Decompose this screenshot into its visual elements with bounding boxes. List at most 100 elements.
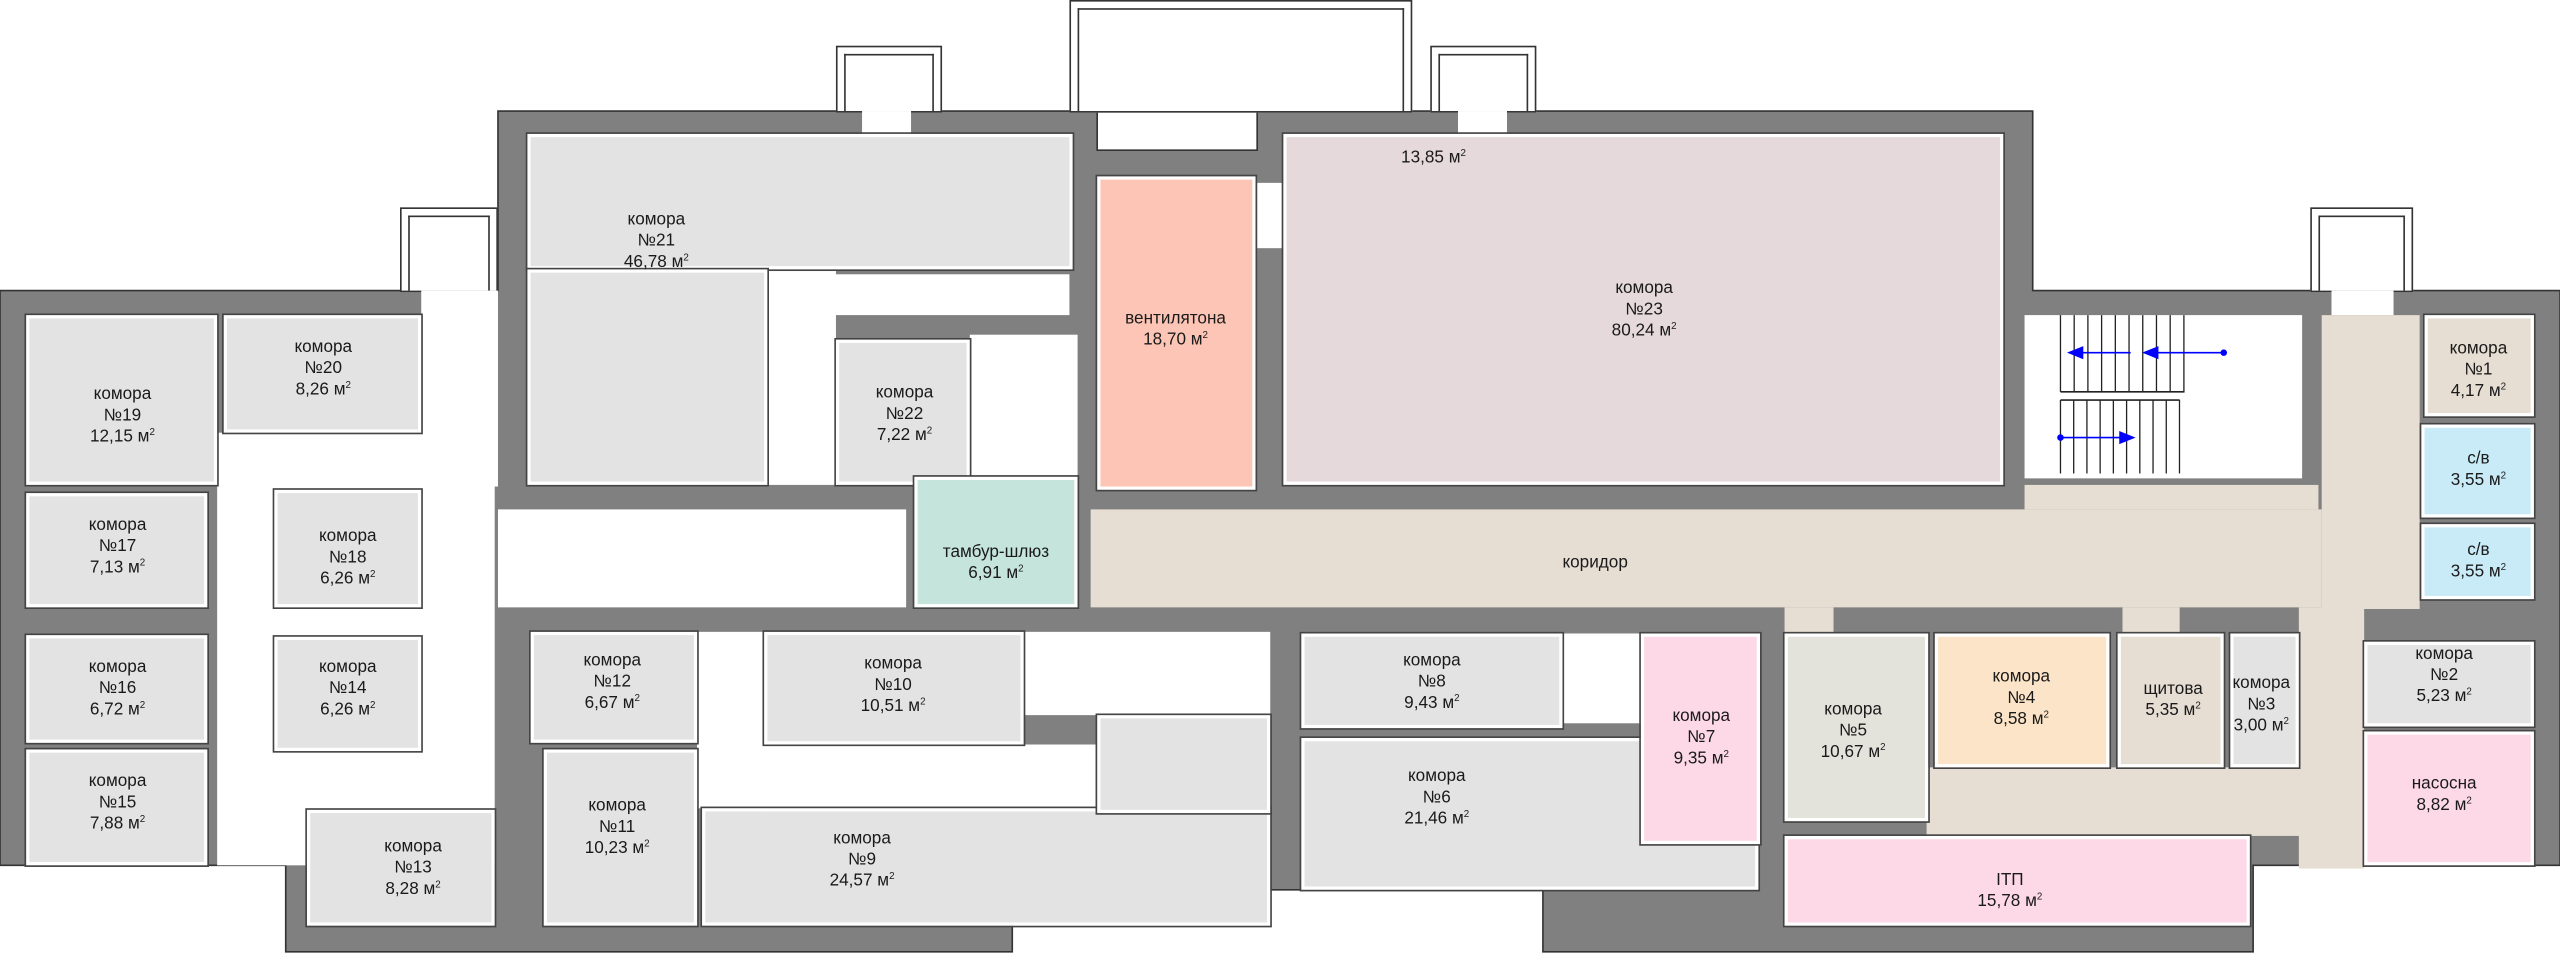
room-number: №20 bbox=[304, 358, 343, 378]
room-ІТП-24 bbox=[1782, 834, 2252, 928]
entrance-pit bbox=[2310, 207, 2414, 293]
room-комора-№17 bbox=[24, 491, 209, 609]
room-area: 7,22 м bbox=[876, 425, 934, 446]
room-комора-№20 bbox=[222, 313, 423, 435]
room-number: №12 bbox=[593, 671, 632, 692]
corridor-area bbox=[1926, 767, 2352, 836]
room-комора-№23 bbox=[1281, 132, 2005, 487]
area-value: 10,23 bbox=[584, 838, 628, 858]
area-value: 8,82 bbox=[2416, 795, 2450, 815]
room-number: №21 bbox=[637, 231, 676, 251]
area-unit: м bbox=[1659, 321, 1676, 341]
entrance-pit bbox=[1069, 0, 1413, 113]
area-unit: м bbox=[128, 814, 145, 834]
room-type: комора bbox=[318, 657, 377, 677]
room-type: с/в bbox=[2467, 540, 2490, 561]
room-area: 6,91 м bbox=[943, 563, 1049, 584]
room-number: №18 bbox=[329, 547, 367, 568]
area-unit: м bbox=[2025, 891, 2042, 911]
room-комора-№5 bbox=[1782, 631, 1930, 823]
area-unit: м bbox=[877, 871, 894, 891]
room-комора-№21 bbox=[525, 267, 770, 487]
area-value: 6,26 bbox=[320, 568, 354, 589]
room-area: 10,67 м bbox=[1821, 742, 1886, 763]
room-type: комора bbox=[2415, 644, 2473, 664]
area-value: 8,58 bbox=[1993, 709, 2027, 730]
room-комора-№11 bbox=[542, 747, 699, 928]
stairs-arrow-icon bbox=[2066, 346, 2131, 360]
room-area: 8,28 м bbox=[384, 879, 442, 900]
area-unit: м bbox=[1452, 809, 1469, 829]
area-value: 7,22 bbox=[876, 425, 911, 445]
room-type: комора bbox=[1992, 666, 2051, 687]
room-number: №8 bbox=[1417, 671, 1446, 692]
room-area: 8,26 м bbox=[294, 380, 352, 401]
area-value: 21,46 bbox=[1404, 809, 1448, 829]
area-value: 12,15 bbox=[89, 426, 133, 447]
area-value: 5,23 bbox=[2416, 686, 2450, 707]
room-комора-№21 bbox=[525, 132, 1075, 272]
room-type: комора bbox=[1615, 278, 1673, 298]
area-unit: м bbox=[1712, 749, 1729, 769]
room-комора-№2 bbox=[2362, 640, 2536, 729]
area-value: 6,91 bbox=[968, 563, 1002, 583]
room-area: 6,26 м bbox=[319, 569, 377, 590]
room-комора-№4 bbox=[1933, 631, 2112, 770]
room-number: №3 bbox=[2247, 694, 2276, 715]
room-area: 7,13 м bbox=[89, 558, 147, 579]
passage bbox=[1257, 182, 1284, 249]
entrance-pit bbox=[400, 207, 498, 293]
area-value: 4,17 bbox=[2450, 381, 2485, 401]
area-unit: м bbox=[1191, 330, 1208, 350]
area-unit: м bbox=[915, 425, 932, 445]
room-комора-№18 bbox=[272, 488, 423, 609]
room-type: комора bbox=[1672, 706, 1731, 726]
room-вентилятона-10 bbox=[1095, 174, 1258, 492]
room-комора-№7 bbox=[1639, 631, 1762, 846]
room-area: 10,51 м bbox=[861, 696, 926, 717]
area-unit: м bbox=[128, 558, 145, 578]
room-number: №4 bbox=[2007, 688, 2036, 708]
room-type: комора bbox=[88, 515, 147, 535]
room-комора-№16 bbox=[24, 633, 209, 745]
room-щитова-22 bbox=[2115, 631, 2226, 770]
room-type: комора bbox=[1824, 699, 1882, 720]
area-value: 46,78 bbox=[623, 252, 667, 272]
room-type: комора bbox=[875, 382, 934, 403]
area-unit: м bbox=[908, 696, 925, 716]
passage bbox=[969, 334, 1078, 477]
room-type: комора bbox=[588, 795, 646, 816]
room-с-в-27 bbox=[2419, 522, 2536, 601]
passage bbox=[1023, 631, 1271, 716]
room-с-в-26 bbox=[2419, 422, 2536, 520]
area-value: 6,72 bbox=[89, 699, 124, 720]
room-type: комора bbox=[1407, 766, 1466, 787]
room-number: №5 bbox=[1839, 720, 1868, 741]
room-number: №14 bbox=[329, 678, 367, 698]
room-комора-№1 bbox=[2422, 313, 2536, 418]
room-type: комора bbox=[384, 836, 442, 857]
passage bbox=[697, 744, 1098, 809]
room-area: 3,00 м bbox=[2232, 716, 2290, 737]
area-unit: м bbox=[1868, 742, 1885, 762]
room-type: комора bbox=[88, 771, 147, 792]
passage bbox=[2331, 290, 2394, 316]
area-value: 24,57 bbox=[829, 871, 873, 891]
area-unit: м bbox=[2489, 562, 2506, 582]
